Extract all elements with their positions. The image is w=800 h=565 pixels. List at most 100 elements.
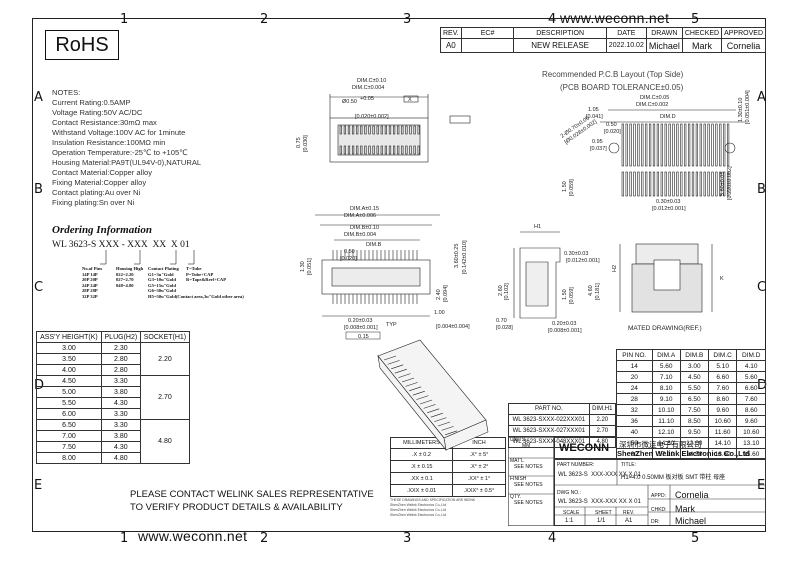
pad-mark [695,171,698,197]
zone-row-c-left: C [34,280,44,295]
rev-value-tb: A1 [625,518,633,524]
table-cell: .XXX° ± 0.5° [451,484,507,497]
rev-desc: NEW RELEASE [513,38,607,53]
pad-mark [680,171,683,197]
pin-mark [356,145,359,155]
pad-mark [715,123,718,167]
matl-box: MAT'L SEE NOTES [510,458,543,470]
pin-mark [376,145,379,155]
ordering-housing: Housing High 022=2.20 027=2.70 048=4.80 [116,266,144,288]
zone-row-b-left: B [34,182,43,197]
pad-mark [668,171,671,197]
pin-mark [401,377,415,383]
ordering-leaders [100,250,195,265]
pin-mark [434,417,447,422]
pin-mark [343,145,347,155]
label-pitch-inch: [0.020] [340,256,357,262]
pad-mark [656,171,659,197]
pin-mark [419,399,433,405]
isometric-connector [377,339,489,452]
label-dim-c: DIM.C±0.10 [357,78,386,84]
pin-mark [347,125,351,135]
pad-mark [715,171,718,197]
chkd-label: CHKD: [651,507,667,513]
pad-mark [707,123,710,167]
label-pcb-pitch-inch: [0.020] [604,129,621,135]
pad-mark [723,123,726,167]
zone-row-c-right: C [757,280,767,295]
ordering-code: WL 3623-S XXX - XXX XX X 01 [52,240,190,250]
website-top[interactable]: www.weconn.net [560,10,670,26]
pad-mark [621,171,624,197]
note-voltage: Voltage Rating:50V AC/DC [52,108,143,117]
socket-group-1: 2.20 [139,342,191,376]
pad-mark [672,123,675,167]
website-bottom[interactable]: www.weconn.net [138,528,248,544]
pad-mark [633,171,636,197]
label-d028: [0.028] [496,325,513,331]
pin-mark [364,125,367,135]
pin-mark [401,125,404,135]
rev-label: REV. [623,510,635,516]
pad-mark [629,123,632,167]
pin-mark [392,125,396,135]
pin-mark [388,145,392,155]
pin-mark [423,404,436,409]
label-d220: [0.220±0.002] [727,166,733,200]
pad-mark [652,123,656,167]
table-cell: 3.80 [100,386,141,398]
finish-box: FINISH SEE NOTES [510,476,543,488]
brand-block: WECONN 深圳市微连电子有限公司 ShenZhen Welink Elect… [554,437,766,459]
pad-mark [707,171,710,197]
side-view-socket [513,231,561,319]
mated-drawing [619,243,713,313]
pcb-layout-title: Recommended P.C.B Layout (Top Side) [542,70,684,79]
pin-mark [427,408,440,414]
brand-cn-name: 深圳市微连电子有限公司 [619,440,702,449]
part-number-label: PART NUMBER: [557,462,595,468]
contact-note: PLEASE CONTACT WELINK SALES REPRESENTATI… [130,489,374,513]
socket-group-2: 2.70 [139,375,191,420]
pin-mark [339,145,342,155]
pad-mark [711,171,714,197]
zone-col-5-bottom: 5 [691,531,700,546]
height-table: ASS'Y HEIGHT(K) PLUG(H2) SOCKET(H1) 3.00… [36,331,191,464]
table-cell: 8.60 [736,404,766,416]
zone-col-5-top: 5 [691,12,700,27]
pad-mark [637,171,640,197]
sheet-value: 1/1 [597,518,606,524]
pad-mark [695,123,698,167]
notes-heading: NOTES: [52,88,81,97]
zone-row-a-left: A [34,90,43,105]
table-cell: 2.80 [100,364,141,376]
pad-mark [699,123,702,167]
label-dim-b-010: DIM.B±0.10 [350,225,379,231]
pin-mark [372,125,375,135]
pad-mark [645,123,648,167]
pin-mark [339,125,342,135]
pin-mark [376,125,379,135]
pad-mark [660,123,663,167]
label-flatness: 0.15 [358,334,369,340]
label-d075: 0.75 [296,137,302,148]
label-d002: [0.020±0.002] [355,114,389,120]
pad-mark [637,123,640,167]
label-d460: 4.60 [588,285,594,296]
pcb-layout-tolerance: (PCB BOARD TOLERANCE±0.05) [560,83,684,92]
label-d560: 5.60±0.05 [720,172,726,196]
pin-mark [364,145,367,155]
scale-label: SCALE [563,510,580,516]
pin-mark [445,430,458,436]
socket-group-3: 4.80 [139,419,191,464]
pad-mark [680,123,683,167]
pin-mark [360,145,363,155]
pad-mark [711,123,714,167]
material-contact: Contact Material:Copper alloy [52,168,153,177]
pin-mark [409,386,422,392]
label-d130b: 1.30±0.10 [738,98,744,122]
label-pcb-pitch: 0.50 [606,122,617,128]
label-dim-a-inch: DIM.A±0.006 [344,213,376,219]
label-d012: [0.012±0.001] [566,258,600,264]
